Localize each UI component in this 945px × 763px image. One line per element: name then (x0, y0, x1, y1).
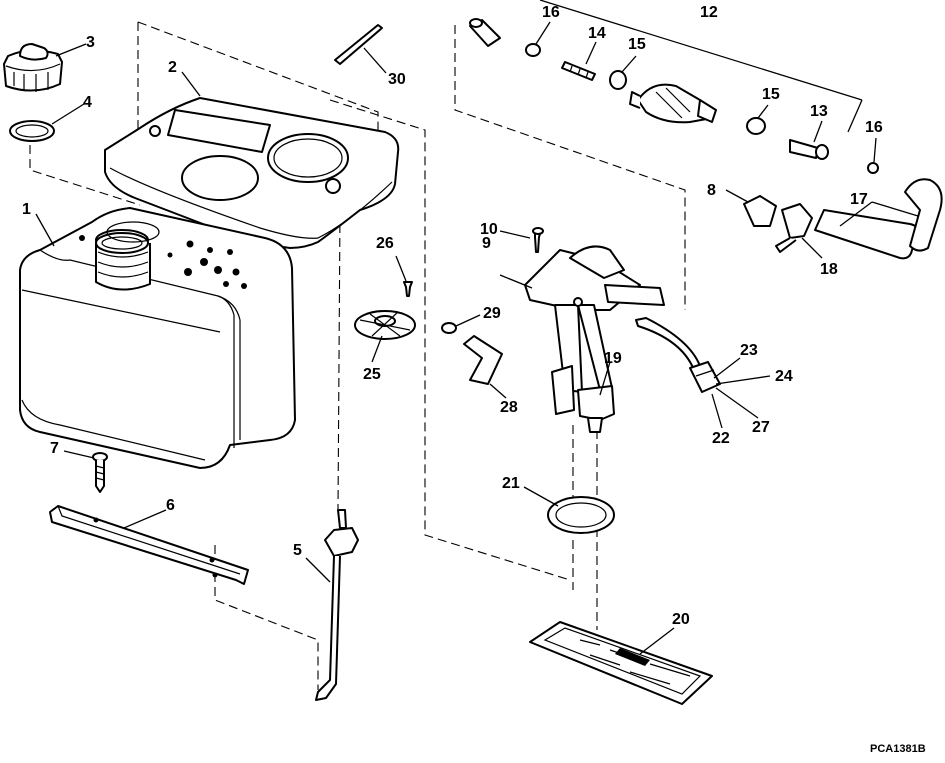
fuel-hose-part (814, 178, 943, 260)
callout-9: 9 (482, 235, 491, 252)
callout-8: 8 (707, 182, 716, 199)
callout-7: 7 (50, 440, 59, 457)
callout-12: 12 (700, 4, 718, 21)
float-rod-part (315, 509, 359, 701)
elbow-hose-part (463, 335, 503, 385)
callout-28: 28 (500, 399, 518, 416)
decal-plate-part (529, 621, 713, 705)
callout-23: 23 (740, 342, 758, 359)
callout-19: 19 (604, 350, 622, 367)
callout-5: 5 (293, 542, 302, 559)
callout-16-top: 16 (542, 4, 560, 21)
callout-20: 20 (672, 611, 690, 628)
callout-22: 22 (712, 430, 730, 447)
callout-24: 24 (775, 368, 793, 385)
callout-13: 13 (810, 103, 828, 120)
connector-parts (743, 195, 813, 253)
callout-10: 10 (480, 221, 498, 238)
fuel-line-hardware (469, 0, 879, 174)
tank-cover-part (104, 97, 400, 249)
callout-27: 26 (376, 235, 394, 252)
small-screw-part (403, 281, 413, 297)
callout-25: 27 (752, 419, 770, 436)
callout-16-right: 16 (865, 119, 883, 136)
gasket-ring-part (547, 496, 615, 534)
callout-3: 3 (86, 34, 95, 51)
bracket-screw-part (92, 452, 108, 493)
return-hose-part (635, 317, 721, 393)
cap-oring-part (9, 120, 55, 142)
fuel-gauge-part (354, 310, 416, 340)
callout-2: 2 (168, 59, 177, 76)
fuel-tank-part (19, 207, 296, 469)
callout-29: 29 (483, 305, 501, 322)
callout-30: 30 (388, 71, 406, 88)
tank-bracket-part (49, 505, 249, 585)
leader-lines (35, 21, 919, 655)
gauge-wire-part (334, 24, 383, 65)
callout-18: 18 (820, 261, 838, 278)
callout-26: 25 (363, 366, 381, 383)
callout-15-right: 15 (762, 86, 780, 103)
drawing-code: PCA1381B (870, 743, 926, 755)
callout-4: 4 (83, 94, 92, 111)
callout-17: 17 (850, 191, 868, 208)
callout-15-left: 15 (628, 36, 646, 53)
callout-21: 21 (502, 475, 520, 492)
callout-14: 14 (588, 25, 606, 42)
callout-1: 1 (22, 201, 31, 218)
pickup-assembly-part (441, 227, 665, 433)
callout-6: 6 (166, 497, 175, 514)
filler-cap-part (3, 43, 63, 92)
